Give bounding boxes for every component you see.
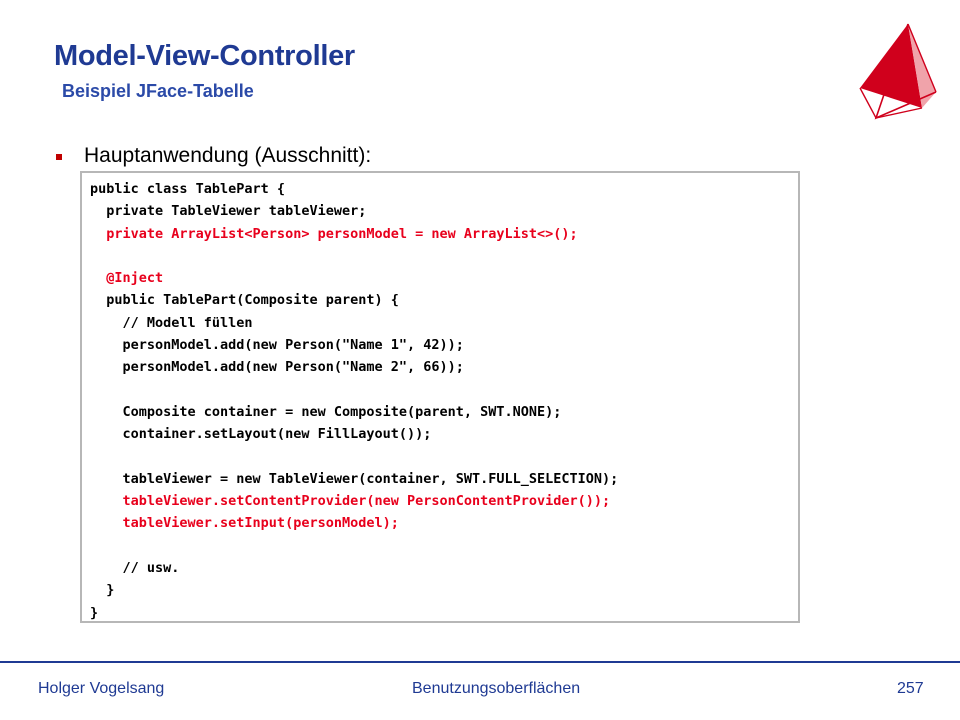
code-line: } [90, 582, 115, 599]
code-line [90, 379, 618, 401]
code-line: container.setLayout(new FillLayout()); [90, 426, 432, 443]
triangle-sail-logo-icon [859, 23, 937, 120]
code-line: // usw. [90, 560, 180, 577]
slide-title: Model-View-Controller [54, 40, 355, 72]
footer-divider [0, 661, 960, 663]
code-line [90, 245, 618, 267]
slide-subtitle: Beispiel JFace-Tabelle [62, 81, 254, 101]
square-bullet-icon [56, 154, 62, 160]
code-line: personModel.add(new Person("Name 2", 66)… [90, 359, 464, 376]
footer-page-number: 257 [897, 680, 924, 697]
code-line [90, 446, 618, 468]
code-line: private TableViewer tableViewer; [90, 203, 367, 220]
code-line: private ArrayList<Person> personModel = … [90, 225, 578, 242]
code-listing: public class TablePart { private TableVi… [90, 178, 618, 624]
bullet-item: Hauptanwendung (Ausschnitt): [56, 144, 371, 168]
code-line: } [90, 604, 99, 621]
code-listing-box: public class TablePart { private TableVi… [80, 171, 800, 623]
code-line: Composite container = new Composite(pare… [90, 403, 562, 420]
code-line: tableViewer.setInput(personModel); [90, 515, 399, 532]
code-line [90, 535, 618, 557]
footer-course: Benutzungsoberflächen [412, 680, 581, 697]
bullet-text: Hauptanwendung (Ausschnitt): [84, 144, 372, 167]
footer-author: Holger Vogelsang [38, 680, 165, 697]
code-line: // Modell füllen [90, 314, 253, 331]
code-line: public TablePart(Composite parent) { [90, 292, 399, 309]
code-line: @Inject [90, 270, 164, 287]
code-line: public class TablePart { [90, 181, 286, 197]
code-line: personModel.add(new Person("Name 1", 42)… [90, 337, 464, 354]
code-line: tableViewer = new TableViewer(container,… [90, 470, 619, 487]
code-line: tableViewer.setContentProvider(new Perso… [90, 493, 611, 510]
